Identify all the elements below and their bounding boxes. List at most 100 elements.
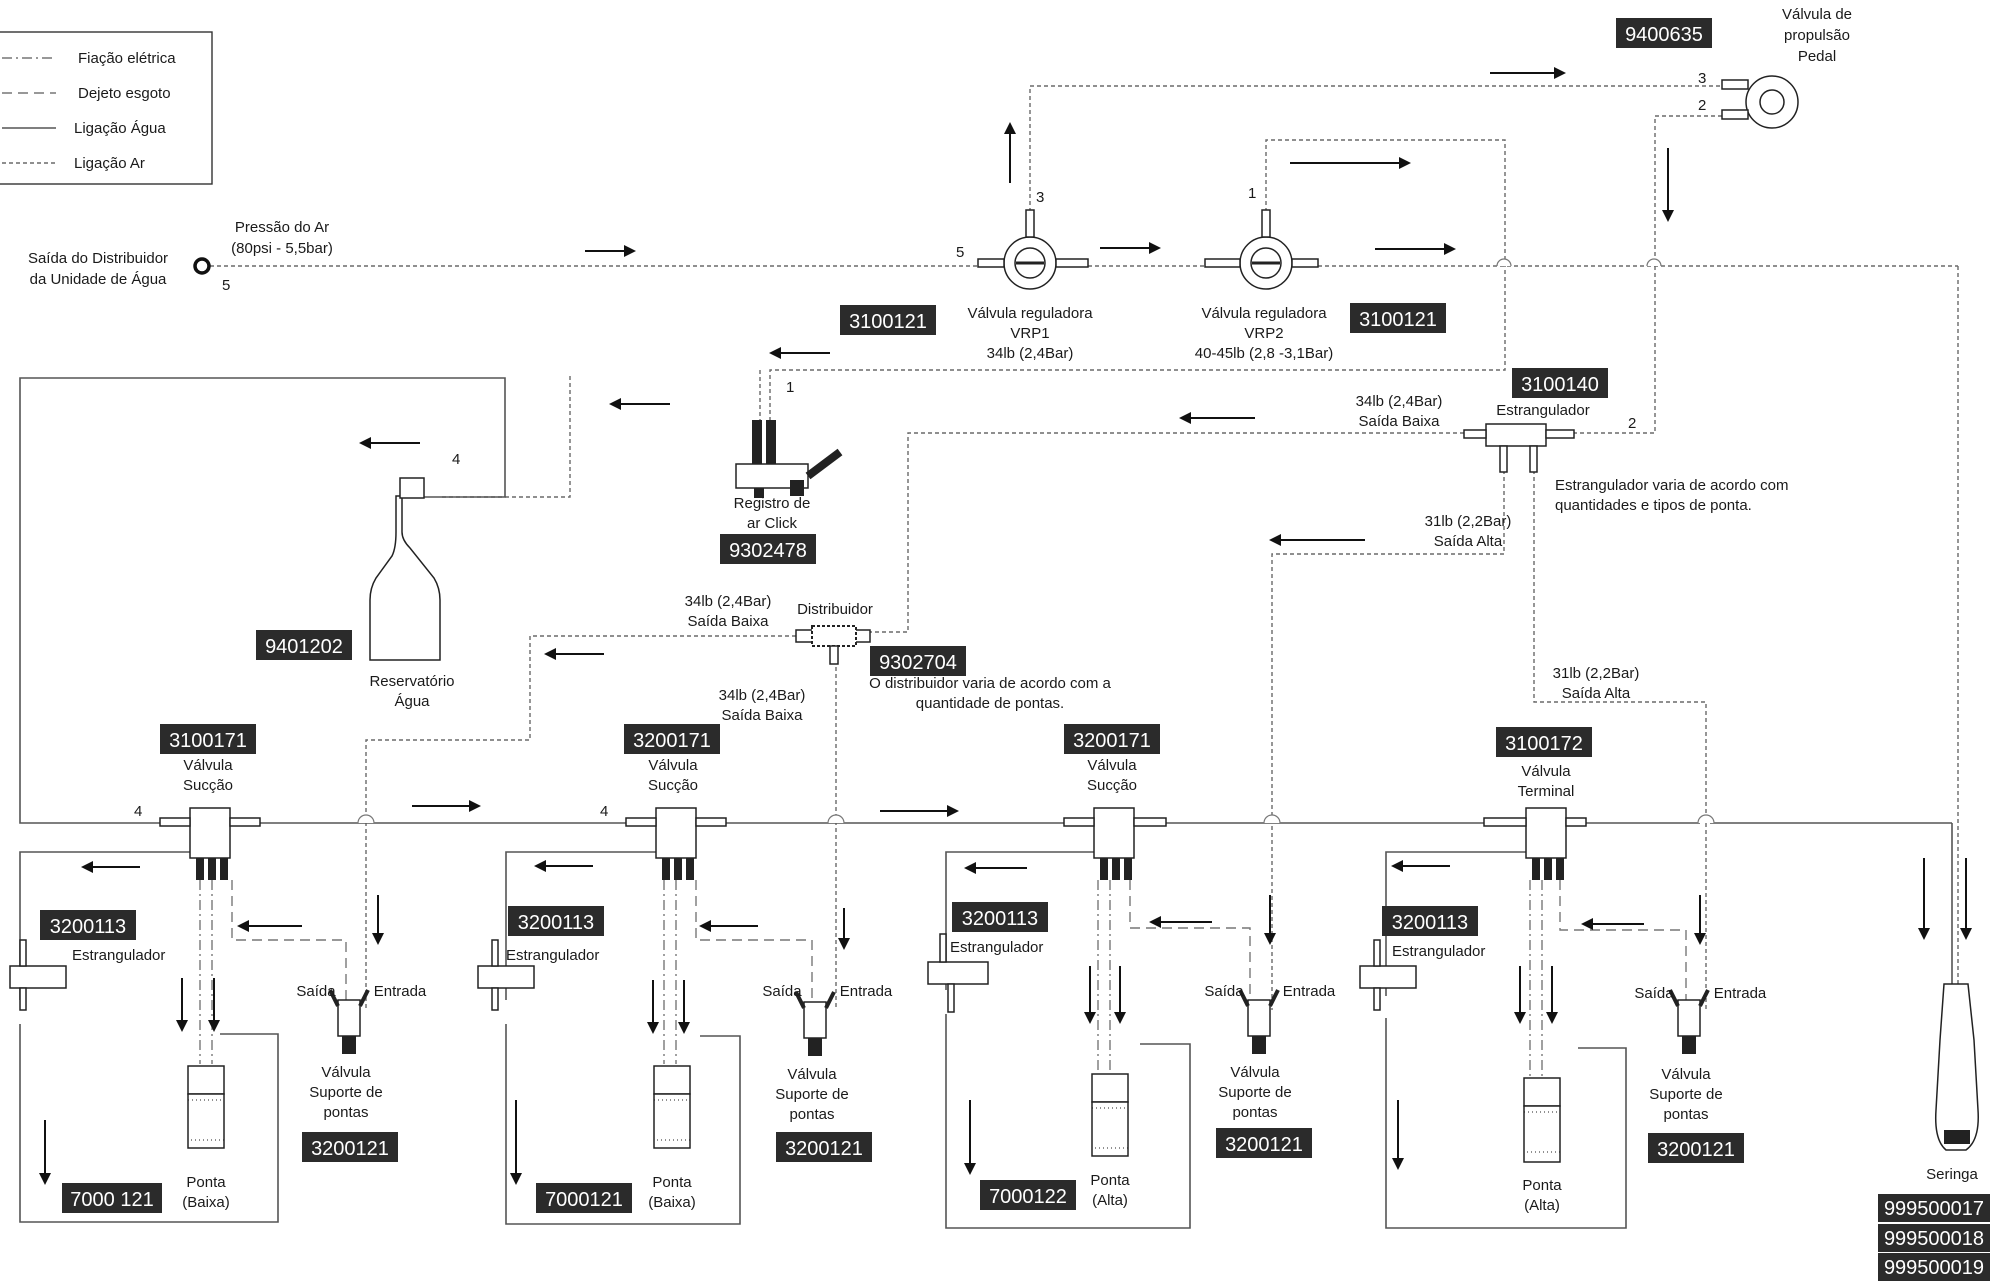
label-dist-baixa-1: 34lb (2,4Bar): [685, 593, 772, 610]
code-ponta1: 7000 121: [62, 1183, 162, 1213]
label-sup3-1: Válvula: [1230, 1064, 1280, 1081]
label-succ3-valvula: Válvula: [1087, 757, 1137, 774]
port-3-vrp1: 3: [1036, 189, 1044, 206]
svg-text:3200121: 3200121: [1225, 1134, 1303, 1156]
label-pedal-2: propulsão: [1784, 27, 1850, 44]
svg-text:3200121: 3200121: [311, 1138, 389, 1160]
label-alta-2-1: 31lb (2,2Bar): [1553, 665, 1640, 682]
port-1-vrp2: 1: [1248, 185, 1256, 202]
label-saida-2: Saída: [762, 983, 802, 1000]
label-saida-dist-2: da Unidade de Água: [30, 271, 167, 288]
code-succ3: 3200171: [1064, 724, 1160, 754]
label-estr4: Estrangulador: [1392, 943, 1485, 960]
valvula-terminal: [1483, 807, 1587, 880]
code-estrang-top: 3100140: [1512, 368, 1608, 398]
part-codes: 9400635 3100121 3100121 3100140 9302478 …: [40, 18, 1990, 1281]
svg-text:9400635: 9400635: [1625, 24, 1703, 46]
label-ponta2-tipo: (Baixa): [648, 1194, 696, 1211]
legend-esgoto: Dejeto esgoto: [78, 85, 171, 102]
water-lines: [19, 377, 1953, 1229]
label-ponta1: Ponta: [186, 1174, 226, 1191]
port-2-estrangulador: 2: [1628, 415, 1636, 432]
svg-text:7000122: 7000122: [989, 1186, 1067, 1208]
label-saida-1: Saída: [296, 983, 336, 1000]
code-succ1: 3100171: [160, 724, 256, 754]
label-sup2-2: Suporte de: [775, 1086, 848, 1103]
label-pedal-3: Pedal: [1798, 48, 1836, 65]
svg-text:3200113: 3200113: [1392, 912, 1468, 934]
label-sup1-2: Suporte de: [309, 1084, 382, 1101]
label-estr-note-1: Estrangulador varia de acordo com: [1555, 477, 1788, 494]
svg-text:999500017: 999500017: [1884, 1198, 1984, 1220]
estrangulador-top: [1463, 423, 1575, 473]
pedal-valve: [1721, 75, 1799, 129]
flow-arrows: [39, 67, 1972, 1185]
code-reservatorio: 9401202: [256, 630, 352, 660]
ponta-4: [1523, 1077, 1561, 1163]
label-ponta3: Ponta: [1090, 1172, 1130, 1189]
label-dist-note-1: O distribuidor varia de acordo com a: [869, 675, 1111, 692]
code-sup1: 3200121: [302, 1132, 398, 1162]
label-vrp1-3: 34lb (2,4Bar): [987, 345, 1074, 362]
label-vrp1-2: VRP1: [1010, 325, 1049, 342]
label-saida-dist-1: Saída do Distribuidor: [28, 250, 168, 267]
label-estr1: Estrangulador: [72, 947, 165, 964]
port-4-succ1: 4: [134, 803, 142, 820]
label-estrangulador-top: Estrangulador: [1496, 402, 1589, 419]
vrp2-valve: [1204, 209, 1319, 290]
label-ponta1-tipo: (Baixa): [182, 1194, 230, 1211]
port-4-succ2: 4: [600, 803, 608, 820]
label-baixa-top-2: Saída Baixa: [1359, 413, 1441, 430]
label-registro-2: ar Click: [747, 515, 798, 532]
label-ponta3-tipo: (Alta): [1092, 1192, 1128, 1209]
legend-ar: Ligação Ar: [74, 155, 145, 172]
label-pressao-2: (80psi - 5,5bar): [231, 240, 333, 257]
air-inlet-port: [193, 257, 211, 275]
svg-text:3100121: 3100121: [849, 311, 927, 333]
code-estr4: 3200113: [1382, 906, 1478, 936]
label-sup1-1: Válvula: [321, 1064, 371, 1081]
labels: Válvula de propulsão Pedal 3 2 Saída do …: [28, 6, 1979, 1214]
ponta-1: [187, 1065, 225, 1149]
label-entrada-3: Entrada: [1283, 983, 1336, 1000]
ponta-3: [1091, 1073, 1129, 1157]
port-4-reservatorio: 4: [452, 451, 460, 468]
reservatorio-agua: [369, 477, 441, 661]
label-ponta2: Ponta: [652, 1174, 692, 1191]
svg-text:3200171: 3200171: [633, 730, 711, 752]
label-saida-3: Saída: [1204, 983, 1244, 1000]
code-succ2: 3200171: [624, 724, 720, 754]
seringa: [1934, 983, 1979, 1151]
label-dist-note-2: quantidade de pontas.: [916, 695, 1064, 712]
label-vrp1-1: Válvula reguladora: [967, 305, 1093, 322]
svg-text:9302704: 9302704: [879, 652, 957, 674]
air-lines: [210, 85, 1959, 1010]
label-registro-1: Registro de: [734, 495, 811, 512]
ponta-2: [653, 1065, 691, 1149]
port-5-vrp1: 5: [956, 244, 964, 261]
code-ponta3: 7000122: [980, 1180, 1076, 1210]
estrangulador-2: [477, 939, 535, 1011]
svg-text:9401202: 9401202: [265, 636, 343, 658]
code-distribuidor: 9302704: [870, 646, 966, 676]
code-ser2: 999500018: [1878, 1224, 1990, 1252]
label-alta-2-2: Saída Alta: [1562, 685, 1631, 702]
legend-box: [0, 31, 213, 185]
estrangulador-3: [927, 933, 989, 1013]
svg-text:999500019: 999500019: [1884, 1257, 1984, 1279]
legend-agua: Ligação Água: [74, 120, 166, 137]
svg-text:7000121: 7000121: [545, 1189, 623, 1211]
code-estr2: 3200113: [508, 906, 604, 936]
label-alta-1-1: 31lb (2,2Bar): [1425, 513, 1512, 530]
code-sup3: 3200121: [1216, 1128, 1312, 1158]
label-sup3-2: Suporte de: [1218, 1084, 1291, 1101]
label-estr-note-2: quantidades e tipos de ponta.: [1555, 497, 1752, 514]
vrp1-valve: [977, 209, 1089, 290]
code-registro: 9302478: [720, 534, 816, 564]
svg-text:3200113: 3200113: [518, 912, 594, 934]
label-sup4-1: Válvula: [1661, 1066, 1711, 1083]
code-ser1: 999500017: [1878, 1194, 1990, 1222]
label-saida-4: Saída: [1634, 985, 1674, 1002]
suporte-pontas-3: [1238, 989, 1280, 1054]
